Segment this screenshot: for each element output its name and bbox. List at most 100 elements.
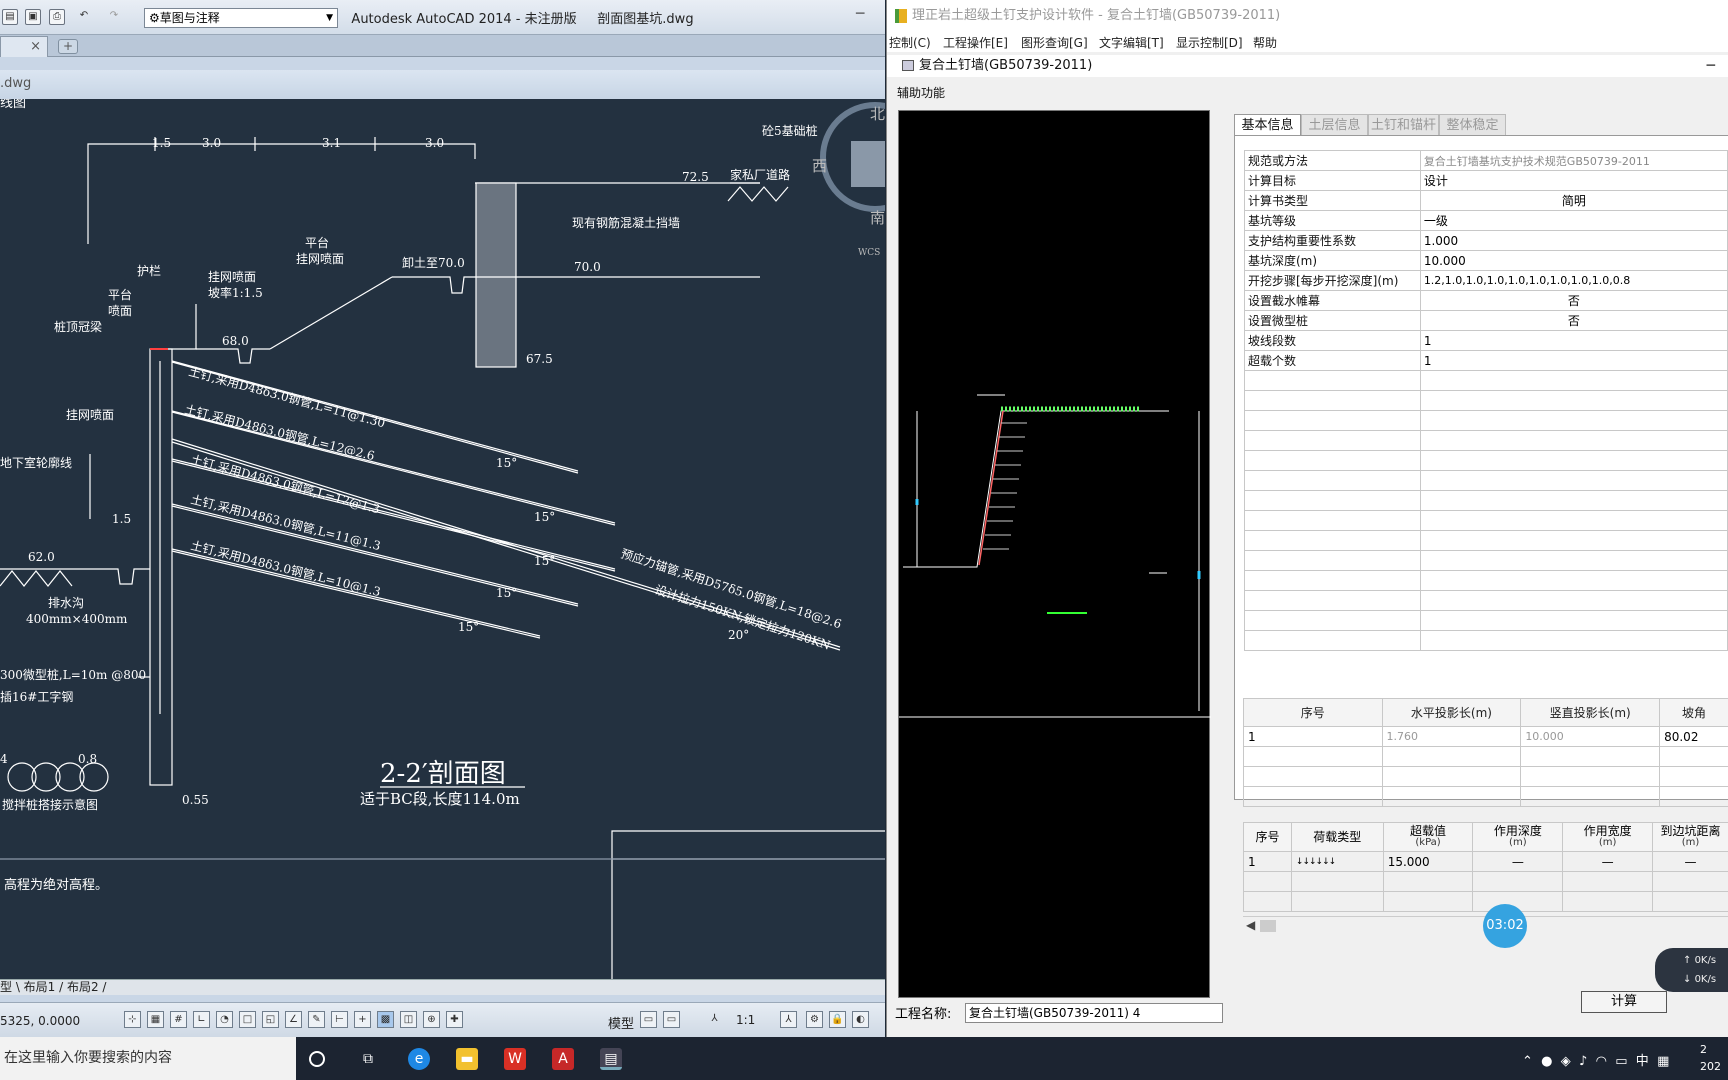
otrack-icon[interactable]: ∠ bbox=[285, 1011, 302, 1028]
table-cell[interactable]: 1 bbox=[1243, 726, 1383, 747]
save-icon[interactable]: ▣ bbox=[25, 9, 41, 25]
polar-icon[interactable]: ◔ bbox=[216, 1011, 233, 1028]
undo-icon[interactable]: ↶ bbox=[79, 10, 89, 21]
quickview-drawings-icon[interactable]: ▭ bbox=[663, 1011, 680, 1028]
3dosnap-icon[interactable]: ◱ bbox=[262, 1011, 279, 1028]
project-name-field[interactable]: 复合土钉墙(GB50739-2011) 4 bbox=[965, 1003, 1223, 1023]
menu-graphic-query[interactable]: 图形查询[G] bbox=[1021, 36, 1088, 50]
new-tab-button[interactable]: + bbox=[58, 39, 78, 54]
autocad-taskbar-icon[interactable]: A bbox=[552, 1048, 574, 1070]
qp-icon[interactable]: ◫ bbox=[400, 1011, 417, 1028]
battery-icon[interactable]: ▭ bbox=[1615, 1054, 1628, 1069]
scroll-thumb[interactable] bbox=[1260, 920, 1276, 932]
table-cell[interactable]: 10.000 bbox=[1520, 726, 1661, 747]
minimize-button[interactable]: ─ bbox=[856, 6, 865, 22]
wcs-label[interactable]: WCS bbox=[858, 248, 880, 258]
menu-display[interactable]: 显示控制[D] bbox=[1176, 36, 1243, 50]
tab-soil-info[interactable]: 土层信息 bbox=[1301, 114, 1368, 136]
ime-indicator[interactable]: 中 bbox=[1635, 1054, 1649, 1069]
table-cell[interactable]: — bbox=[1652, 851, 1728, 872]
model-space-button[interactable]: 模型 bbox=[608, 1017, 635, 1032]
table-row[interactable]: 基坑等级一级 bbox=[1244, 210, 1728, 231]
prop-value[interactable]: 1.000 bbox=[1419, 230, 1728, 251]
osnap-icon[interactable]: □ bbox=[239, 1011, 256, 1028]
table-row[interactable]: 1 1.760 10.000 80.02 bbox=[1243, 726, 1728, 747]
layout-tabs[interactable]: 型 \ 布局1 / 布局2 / bbox=[0, 979, 885, 995]
table-row[interactable]: 计算目标设计 bbox=[1244, 170, 1728, 191]
prop-value[interactable]: 1 bbox=[1419, 330, 1728, 351]
grid-app-icon[interactable]: ▦ bbox=[1657, 1054, 1670, 1069]
snap-icon[interactable]: ⊹ bbox=[124, 1011, 141, 1028]
table-row[interactable]: 设置微型桩否 bbox=[1244, 310, 1728, 331]
prop-value[interactable]: 否 bbox=[1419, 290, 1728, 311]
am-icon[interactable]: ✚ bbox=[446, 1011, 463, 1028]
table-cell[interactable]: 1 bbox=[1243, 851, 1292, 872]
annotation-visibility-icon[interactable]: ⅄ bbox=[780, 1011, 797, 1028]
cortana-icon[interactable] bbox=[309, 1051, 325, 1067]
volume-icon[interactable]: ♪ bbox=[1579, 1054, 1588, 1069]
prop-value[interactable]: 10.000 bbox=[1419, 250, 1728, 271]
menu-help[interactable]: 帮助 bbox=[1253, 36, 1278, 50]
tab-nails-anchors[interactable]: 土钉和锚杆 bbox=[1368, 114, 1439, 136]
prop-value[interactable]: 简明 bbox=[1419, 190, 1728, 211]
section-preview-canvas[interactable] bbox=[898, 110, 1211, 998]
recording-timer[interactable]: 03:02 bbox=[1483, 904, 1527, 948]
prop-value[interactable]: 设计 bbox=[1419, 170, 1728, 191]
annotation-scale[interactable]: 1:1 bbox=[736, 1013, 756, 1027]
minimize-button[interactable]: ─ bbox=[1706, 58, 1715, 74]
menu-project[interactable]: 工程操作[E] bbox=[943, 36, 1008, 50]
edge-browser-icon[interactable]: e bbox=[408, 1048, 430, 1070]
ortho-icon[interactable]: ∟ bbox=[193, 1011, 210, 1028]
workspace-gear-icon[interactable]: ⚙ bbox=[806, 1011, 823, 1028]
grid-display-icon[interactable]: # bbox=[170, 1011, 187, 1028]
quickview-layouts-icon[interactable]: ▭ bbox=[640, 1011, 657, 1028]
tab-overall-stability[interactable]: 整体稳定 bbox=[1439, 114, 1506, 136]
scroll-left-icon[interactable]: ◀ bbox=[1246, 918, 1256, 932]
qq-icon[interactable]: ● bbox=[1541, 1054, 1553, 1069]
table-cell[interactable]: 15.000 bbox=[1382, 851, 1474, 872]
table-cell[interactable]: 1.760 bbox=[1381, 726, 1522, 747]
print-icon[interactable]: ⎙ bbox=[49, 9, 65, 25]
lock-icon[interactable]: 🔒 bbox=[829, 1011, 846, 1028]
tab-basic-info[interactable]: 基本信息 bbox=[1234, 114, 1301, 137]
system-tray[interactable]: ⌃ ● ◈ ♪ ◠ ▭ 中 ▦ bbox=[1522, 1050, 1669, 1069]
table-row[interactable]: 开挖步骤[每步开挖深度](m)1.2,1.0,1.0,1.0,1.0,1.0,1… bbox=[1244, 270, 1728, 291]
drawing-viewport[interactable]: 1.5 3.0 3.1 3.0 砼5基础桩 家私厂道路 现有钢筋混凝土挡墙 平台… bbox=[0, 99, 885, 979]
table-row[interactable]: 计算书类型简明 bbox=[1244, 190, 1728, 211]
open-icon[interactable]: ▤ bbox=[2, 9, 18, 25]
menu-control[interactable]: 控制(C) bbox=[889, 36, 931, 50]
redo-icon[interactable]: ↷ bbox=[109, 10, 119, 21]
task-view-icon[interactable]: ⧉ bbox=[363, 1051, 373, 1067]
dyn-icon[interactable]: ⊢ bbox=[331, 1011, 348, 1028]
prop-value[interactable]: 复合土钉墙基坑支护技术规范GB50739-2011 bbox=[1419, 150, 1728, 171]
file-tab[interactable]: × bbox=[0, 36, 48, 57]
wifi-icon[interactable]: ◠ bbox=[1595, 1054, 1607, 1069]
lwt-icon[interactable]: + bbox=[354, 1011, 371, 1028]
sc-icon[interactable]: ⊕ bbox=[423, 1011, 440, 1028]
prop-value[interactable]: 1.2,1.0,1.0,1.0,1.0,1.0,1.0,1.0,1.0,0.8 bbox=[1419, 270, 1728, 291]
prop-value[interactable]: 否 bbox=[1419, 310, 1728, 331]
chevron-up-icon[interactable]: ⌃ bbox=[1522, 1054, 1533, 1069]
table-row[interactable]: 1 ↓↓↓↓↓↓ 15.000 — — — bbox=[1243, 851, 1728, 872]
workspace-dropdown[interactable]: ⚙草图与注释▼ bbox=[144, 8, 338, 28]
taskbar-search-input[interactable]: 在这里输入你要搜索的内容 bbox=[0, 1037, 296, 1080]
viewport-label[interactable]: 线图 bbox=[0, 99, 26, 111]
aux-functions-menu[interactable]: 辅助功能 bbox=[897, 86, 946, 100]
prop-value[interactable]: 一级 bbox=[1419, 210, 1728, 231]
table-row[interactable]: 基坑深度(m)10.000 bbox=[1244, 250, 1728, 271]
grid-icon[interactable]: ▦ bbox=[147, 1011, 164, 1028]
file-explorer-icon[interactable]: ▬ bbox=[456, 1048, 478, 1070]
menu-text-edit[interactable]: 文字编辑[T] bbox=[1099, 36, 1164, 50]
wps-icon[interactable]: W bbox=[504, 1048, 526, 1070]
table-row[interactable]: 规范或方法复合土钉墙基坑支护技术规范GB50739-2011 bbox=[1244, 150, 1728, 171]
lizheng-taskbar-icon[interactable]: ▤ bbox=[600, 1048, 622, 1070]
calculate-button[interactable]: 计算 bbox=[1581, 991, 1667, 1013]
table-cell[interactable]: — bbox=[1562, 851, 1653, 872]
table-cell[interactable]: 80.02 bbox=[1659, 726, 1728, 747]
ducs-icon[interactable]: ✎ bbox=[308, 1011, 325, 1028]
annotation-scale-icon[interactable]: ⅄ bbox=[711, 1013, 718, 1024]
